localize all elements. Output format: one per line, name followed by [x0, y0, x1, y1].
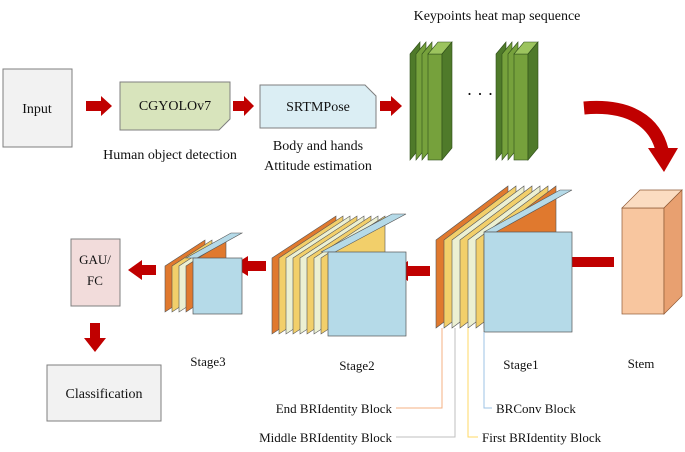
- middle-identity-leader: [396, 328, 456, 438]
- arrow-gau-to-classification: [84, 323, 106, 352]
- stem-label: Stem: [628, 356, 655, 371]
- arrow-input-to-cgyolo: [86, 96, 112, 116]
- stage3-block: [164, 232, 244, 315]
- first-identity-leader: [467, 328, 478, 438]
- classification-label: Classification: [66, 387, 143, 402]
- classification-node: Classification: [46, 364, 162, 422]
- detection-caption: Human object detection: [103, 148, 237, 163]
- stage3-label: Stage3: [190, 354, 225, 369]
- pose-caption-line2: Attitude estimation: [264, 159, 372, 174]
- cgyolov7-label: CGYOLOv7: [139, 99, 211, 114]
- brconv-label: BRConv Block: [496, 401, 576, 416]
- curved-arrow-heatmap-to-stem: [583, 100, 678, 172]
- cgyolov7-node: CGYOLOv7: [119, 81, 231, 131]
- stage1-block: [435, 185, 573, 333]
- srtmpose-node: SRTMPose: [259, 84, 377, 129]
- end-identity-label: End BRIdentity Block: [276, 401, 393, 416]
- input-label: Input: [22, 102, 52, 117]
- end-identity-leader: [396, 328, 443, 409]
- heatmap-caption: Keypoints heat map sequence: [414, 9, 581, 24]
- block-leader-lines: [396, 328, 492, 438]
- arrow-cgyolo-to-srtm: [233, 96, 254, 116]
- brconv-leader: [483, 332, 492, 409]
- heatmap-ellipsis: · · ·: [467, 84, 494, 104]
- stage1-label: Stage1: [503, 357, 538, 372]
- pose-caption-line1: Body and hands: [273, 139, 363, 154]
- first-identity-label: First BRIdentity Block: [482, 430, 602, 445]
- top-arrows: [86, 96, 402, 116]
- arrow-stage3-to-gau: [128, 260, 156, 280]
- gau-fc-node: GAU/ FC: [70, 238, 121, 307]
- srtmpose-label: SRTMPose: [286, 100, 350, 115]
- middle-identity-label: Middle BRIdentity Block: [259, 430, 392, 445]
- heatmap-stack-1: [409, 41, 453, 161]
- gau-label: GAU/: [79, 252, 111, 267]
- stem-block: [621, 189, 683, 315]
- arrow-srtm-to-heatmap: [380, 96, 402, 116]
- fc-label: FC: [87, 273, 103, 288]
- heatmap-stack-2: [495, 41, 539, 161]
- stage2-label: Stage2: [339, 358, 374, 373]
- stage2-block: [271, 213, 407, 337]
- input-node: Input: [2, 68, 73, 148]
